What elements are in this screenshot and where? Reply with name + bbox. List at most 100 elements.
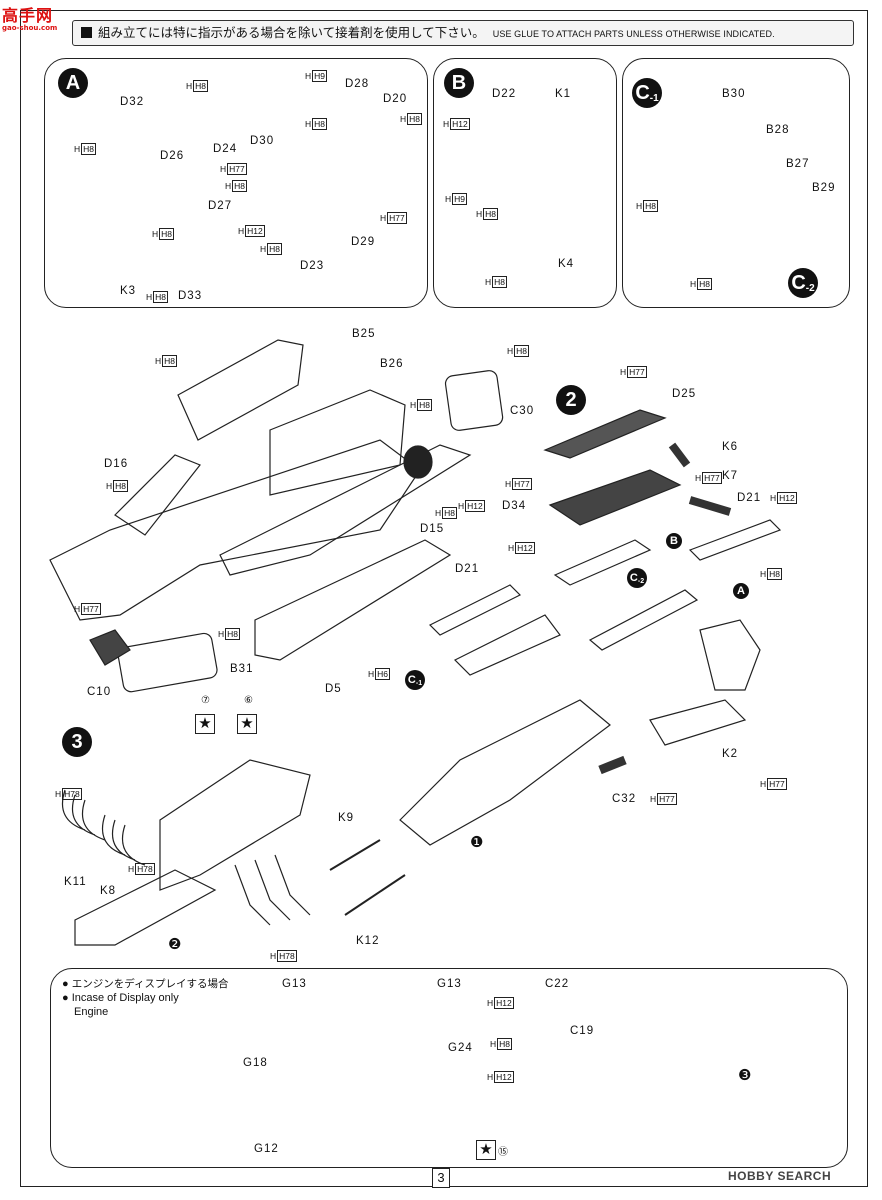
label-c10: C10 [87,686,112,698]
part-k2-drawing [649,699,747,746]
step2-marker: ❷ [168,936,183,953]
label-d20: D20 [383,93,408,105]
part-c10-drawing [89,629,131,666]
label-k11: K11 [64,876,87,888]
gearbox-drawing [399,699,611,846]
label-d26: D26 [160,150,185,162]
ref-c1-badge: C-1 [405,670,425,690]
part-d15-drawing [219,444,472,576]
panel-b [433,58,617,308]
label-d22: D22 [492,88,517,100]
paint-ref-15: ⑮ [498,1147,508,1158]
label-k6: K6 [722,441,739,453]
label-c19: C19 [570,1025,595,1037]
step1-marker: ❶ [470,834,485,851]
panel-b-badge: B [444,68,474,98]
engine-cyl-head-drawing [553,539,652,586]
label-d5: D5 [325,683,342,695]
label-g18: G18 [243,1057,268,1069]
paint-star-icon: ★ [476,1140,496,1160]
engine-assembly-drawing [159,759,311,891]
chassis-frame-drawing [49,439,421,621]
bullet-square-icon [81,27,92,38]
page-number: 3 [432,1168,450,1188]
step3-badge: 3 [62,727,92,757]
label-d34: D34 [502,500,527,512]
paint-star-icon: ★ [195,714,215,734]
glue-instruction-en: USE GLUE TO ATTACH PARTS UNLESS OTHERWIS… [492,29,775,39]
label-c32: C32 [612,793,637,805]
part-k8-drawing [101,814,146,866]
engine-front-drawing [699,619,761,691]
label-k4: K4 [558,258,575,270]
ref-b-badge: B [666,533,682,549]
label-g13-left: G13 [282,978,307,990]
label-k9: K9 [338,812,355,824]
paint-star-icon: ★ [237,714,257,734]
part-b31-drawing [117,632,218,693]
part-c30-drawing [444,370,504,431]
brand-watermark: HOBBY SEARCH [728,1169,832,1183]
display-legend: ● エンジンをディスプレイする場合 ● Incase of Display on… [62,978,229,1018]
part-k9-drawing [329,839,381,871]
part-b26-drawing [269,389,406,496]
legend-jp: エンジンをディスプレイする場合 [71,978,229,990]
label-g12: G12 [254,1143,279,1155]
label-b29: B29 [812,182,836,194]
label-d16: D16 [104,458,129,470]
part-d5-drawing [254,539,452,661]
label-b25: B25 [352,328,376,340]
paint-ref-6: ⑥ [244,695,253,706]
label-b28: B28 [766,124,790,136]
label-b26: B26 [380,358,404,370]
label-k1: K1 [555,88,572,100]
step3-marker: ❸ [738,1067,753,1084]
label-g13-right: G13 [437,978,462,990]
label-b31: B31 [230,663,254,675]
label-d23: D23 [300,260,325,272]
ref-a-badge: A [733,583,749,599]
step2-badge: 2 [556,385,586,415]
display-panel [50,968,848,1168]
ref-c2-badge: C-2 [627,568,647,588]
label-d25: D25 [672,388,697,400]
label-c30: C30 [510,405,535,417]
panel-a-badge: A [58,68,88,98]
glue-instruction-banner: 組み立てには特に指示がある場合を除いて接着剤を使用して下さい。USE GLUE … [72,20,854,46]
label-d21-right: D21 [737,492,762,504]
part-b25-drawing [177,339,304,441]
label-k2: K2 [722,748,739,760]
